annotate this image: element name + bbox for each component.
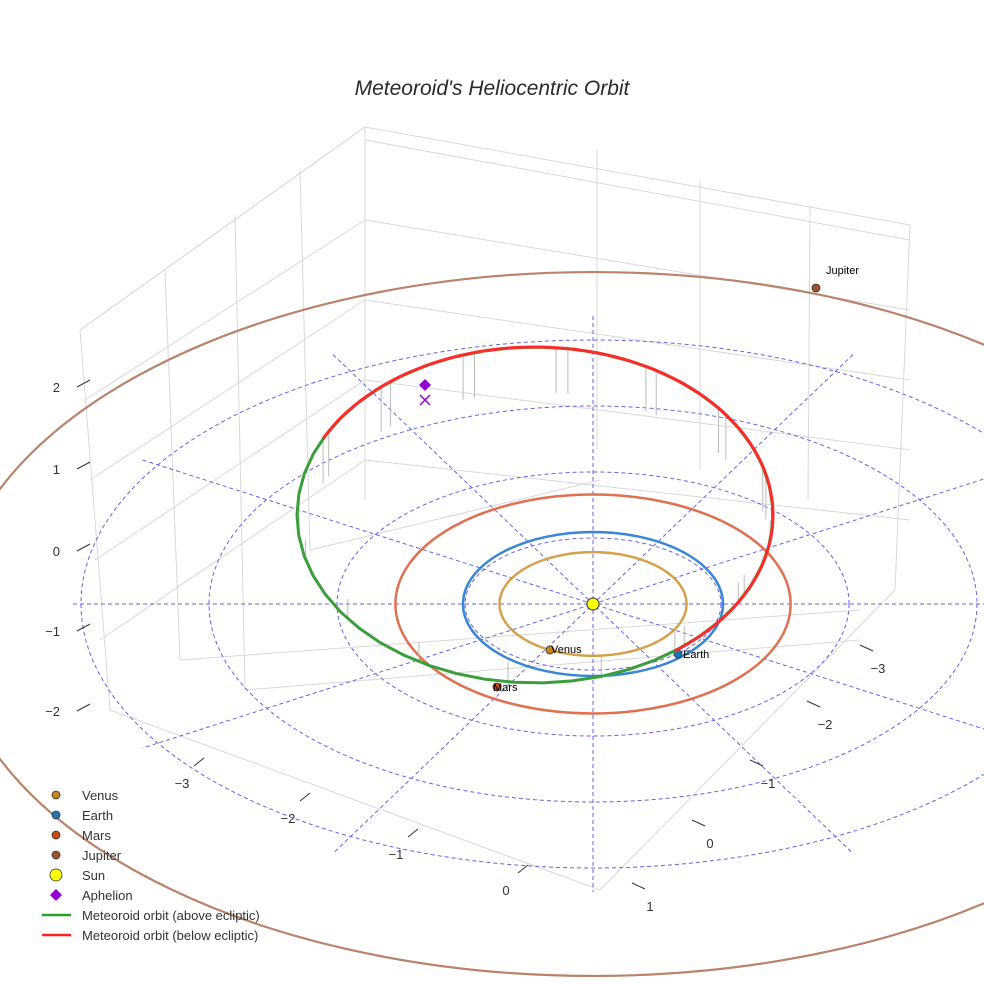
z-tick-label: 1 [53, 462, 60, 477]
box-grid-line [894, 224, 911, 591]
box-grid-line [94, 379, 366, 561]
box-grid-line [89, 299, 366, 481]
y-tick-label: −2 [818, 717, 833, 732]
x-tick-label: −1 [389, 847, 404, 862]
y-tick-label: 0 [706, 836, 713, 851]
y-tick-label: −3 [871, 661, 886, 676]
z-tick-mark [76, 379, 91, 388]
aphelion-marker [419, 379, 431, 391]
box-grid-line [807, 204, 811, 501]
box-grid-line [79, 126, 366, 331]
y-tick-mark [631, 882, 646, 890]
legend-label: Mars [82, 828, 111, 843]
polar-grid-circle [80, 339, 984, 869]
mars-orbit [394, 493, 792, 715]
chart-title: Meteoroid's Heliocentric Orbit [355, 77, 631, 100]
box-grid-line [109, 709, 601, 891]
legend-marker-icon [51, 810, 61, 820]
sun-marker [586, 597, 600, 611]
legend-label: Meteoroid orbit (below ecliptic) [82, 928, 258, 943]
earth-orbit [461, 530, 725, 678]
legend-item-mars[interactable]: Mars [51, 828, 111, 843]
venus-label: Venus [551, 644, 582, 656]
meteoroid-orbit-above-ecliptic [295, 345, 775, 685]
x-tick-mark [407, 828, 419, 838]
x-tick-mark [517, 864, 529, 874]
venus-marker [545, 645, 555, 655]
legend-item-venus[interactable]: Venus [51, 788, 119, 803]
x-tick-label: −2 [281, 811, 296, 826]
legend-item-meteoroid-orbit-below-ecliptic-[interactable]: Meteoroid orbit (below ecliptic) [42, 928, 258, 943]
box-grid-line [309, 479, 601, 551]
legend-marker-icon [49, 868, 63, 882]
z-tick-mark [76, 461, 91, 470]
z-tick-mark [76, 543, 91, 552]
legend-label: Aphelion [82, 888, 133, 903]
z-tick-label: 0 [53, 544, 60, 559]
polar-grid-circle [336, 471, 850, 737]
axis-box-grid [79, 126, 911, 891]
box-grid-line [364, 379, 911, 451]
legend-item-aphelion[interactable]: Aphelion [50, 888, 133, 903]
earth-label: Earth [683, 649, 709, 661]
jupiter-label: Jupiter [826, 265, 859, 277]
meteoroid-orbit [295, 345, 775, 685]
box-grid-line [599, 589, 896, 891]
box-grid-line [364, 299, 911, 381]
legend-marker-icon [50, 889, 62, 901]
legend-item-sun[interactable]: Sun [49, 868, 105, 883]
box-grid-line [364, 139, 911, 241]
y-tick-mark [806, 700, 821, 708]
x-tick-mark [299, 792, 311, 802]
y-tick-mark [859, 644, 874, 652]
z-tick-label: −1 [45, 624, 60, 639]
y-tick-label: −1 [761, 776, 776, 791]
legend-item-earth[interactable]: Earth [51, 808, 113, 823]
venus-orbit [498, 550, 688, 658]
y-tick-mark [749, 759, 764, 767]
legend-marker-icon [51, 850, 61, 860]
x-tick-label: −3 [175, 776, 190, 791]
legend[interactable]: VenusEarthMarsJupiterSunAphelionMeteoroi… [42, 788, 260, 943]
box-grid-line [364, 459, 911, 521]
z-tick-label: 2 [53, 380, 60, 395]
x-tick-label: 0 [502, 883, 509, 898]
meteoroid-orbit-below-ecliptic [321, 345, 775, 653]
box-grid-line [234, 214, 246, 691]
box-grid-line [164, 269, 181, 661]
y-tick-mark [691, 819, 706, 827]
jupiter-marker [811, 283, 821, 293]
z-tick-mark [76, 623, 91, 632]
aphelion-projection-marker [419, 394, 431, 406]
ecliptic-polar-grid [73, 316, 984, 892]
box-grid-line [99, 459, 366, 641]
legend-label: Jupiter [82, 848, 122, 863]
legend-marker-icon [51, 790, 61, 800]
box-grid-line [79, 329, 111, 711]
legend-item-meteoroid-orbit-above-ecliptic-[interactable]: Meteoroid orbit (above ecliptic) [42, 908, 260, 923]
legend-marker-icon [51, 830, 61, 840]
y-tick-label: 1 [646, 899, 653, 914]
box-grid-line [84, 219, 366, 401]
legend-label: Earth [82, 808, 113, 823]
legend-label: Sun [82, 868, 105, 883]
box-grid-line [364, 126, 911, 226]
box-grid-line [299, 169, 311, 551]
z-tick-mark [76, 703, 91, 712]
axis-ticks: 2 1 0 −1 −2 −3 −2 −1 0 −3 −2 −1 0 1 [45, 379, 886, 914]
z-tick-label: −2 [45, 704, 60, 719]
box-grid-line [244, 639, 861, 691]
x-tick-mark [193, 757, 205, 767]
legend-label: Venus [82, 788, 119, 803]
mars-marker [492, 682, 502, 692]
mars-label: Mars [493, 682, 518, 694]
legend-item-jupiter[interactable]: Jupiter [51, 848, 122, 863]
jupiter-orbit [0, 271, 984, 977]
legend-label: Meteoroid orbit (above ecliptic) [82, 908, 260, 923]
